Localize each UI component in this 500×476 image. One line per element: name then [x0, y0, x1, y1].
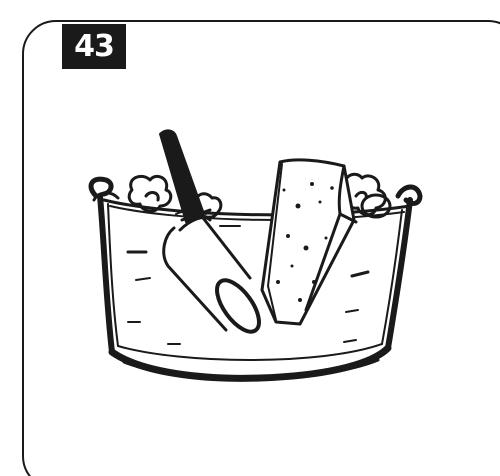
sponge-icon: [260, 158, 358, 326]
basin-icon: [88, 176, 423, 382]
roller-icon: [162, 209, 261, 334]
brush-icon: [159, 129, 212, 223]
step-number-badge: 43: [62, 24, 126, 69]
